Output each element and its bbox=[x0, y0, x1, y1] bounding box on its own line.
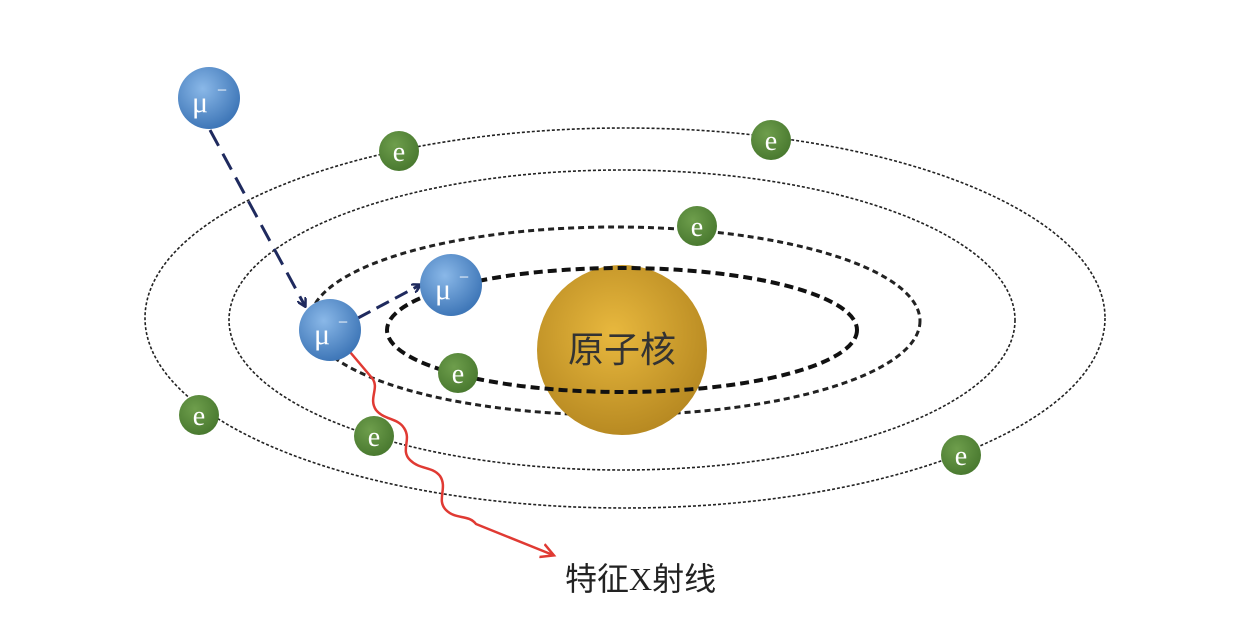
svg-text:−: − bbox=[459, 267, 469, 287]
svg-text:e: e bbox=[452, 359, 464, 390]
svg-text:−: − bbox=[338, 312, 348, 332]
muon-path-2 bbox=[357, 285, 420, 320]
electron: e bbox=[751, 120, 791, 160]
nucleus-label: 原子核 bbox=[568, 330, 676, 370]
svg-text:μ: μ bbox=[435, 273, 451, 306]
svg-text:e: e bbox=[193, 401, 205, 432]
electron: e bbox=[379, 131, 419, 171]
svg-text:e: e bbox=[955, 441, 967, 472]
electron: e bbox=[941, 435, 981, 475]
muon-incoming: μ − bbox=[178, 67, 240, 129]
svg-text:e: e bbox=[765, 126, 777, 157]
electron: e bbox=[354, 416, 394, 456]
electron: e bbox=[179, 395, 219, 435]
svg-text:e: e bbox=[393, 137, 405, 168]
svg-text:e: e bbox=[691, 212, 703, 243]
muon-path-1 bbox=[208, 129, 305, 306]
muon-captured: μ − bbox=[299, 299, 361, 361]
xray-path bbox=[349, 351, 553, 555]
svg-text:μ: μ bbox=[192, 86, 208, 119]
electron: e bbox=[677, 206, 717, 246]
nucleus: 原子核 bbox=[537, 265, 707, 435]
svg-text:−: − bbox=[217, 80, 227, 100]
orbit-inner bbox=[385, 266, 859, 394]
orbit-second bbox=[228, 169, 1016, 471]
svg-text:e: e bbox=[368, 422, 380, 453]
orbit-outer bbox=[144, 127, 1106, 509]
xray-label: 特征X射线 bbox=[565, 561, 716, 597]
electron: e bbox=[438, 353, 478, 393]
muon-inner-orbit: μ − bbox=[420, 254, 482, 316]
svg-text:μ: μ bbox=[314, 318, 330, 351]
